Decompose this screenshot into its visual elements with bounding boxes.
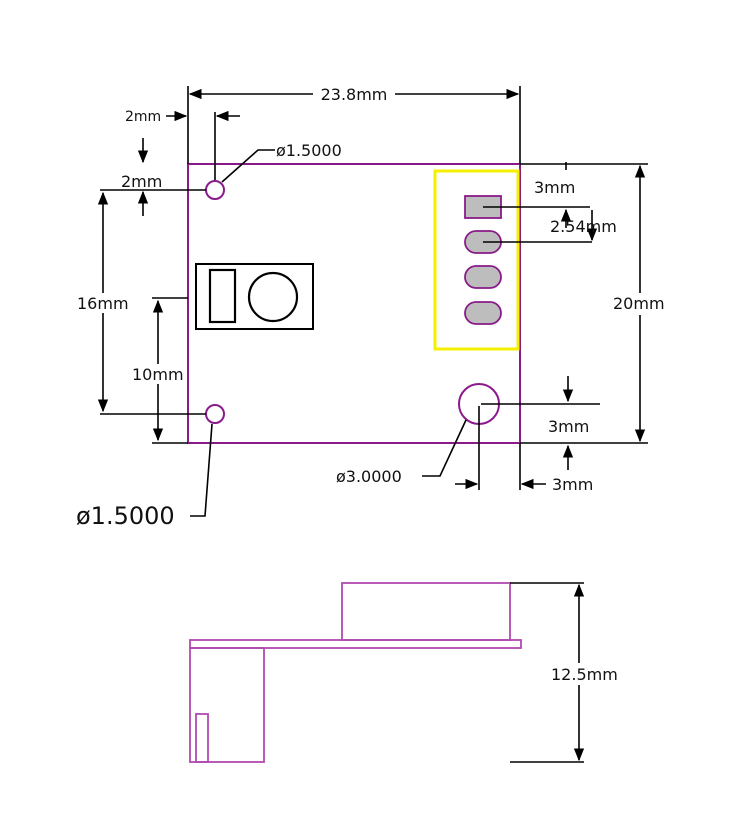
leader-big-hole: ø3.0000: [336, 419, 467, 486]
mounting-hole-bottom-left: [205, 404, 225, 424]
side-header-block: [189, 647, 265, 763]
dim-hole-spacing: 16mm: [76, 191, 206, 415]
big-hole-y-offset-label: 3mm: [548, 417, 589, 436]
big-hole-x-offset-label: 3mm: [552, 475, 593, 494]
dim-hole-x: 2mm: [125, 109, 240, 180]
side-view: 12.5mm: [189, 582, 626, 763]
dim-height: 20mm: [520, 163, 670, 444]
component-round: [247, 271, 299, 323]
big-hole-label: ø3.0000: [336, 467, 402, 486]
pad-oval-3: [464, 265, 502, 289]
connector-offset-label: 10mm: [132, 365, 184, 384]
hole-x-offset-label: 2mm: [125, 109, 161, 125]
mounting-hole-top-left: [205, 180, 225, 200]
component-switch: [208, 268, 237, 324]
hole-spacing-label: 16mm: [77, 294, 129, 313]
width-label: 23.8mm: [321, 85, 388, 104]
dim-pad-top: 3mm: [483, 162, 590, 228]
leader-small-hole-bottom: ø1.5000: [76, 423, 213, 530]
dim-big-hole-x: 3mm: [455, 406, 593, 494]
dim-width: 23.8mm: [187, 85, 521, 164]
small-hole-top-label: ø1.5000: [276, 141, 342, 160]
small-hole-bottom-label: ø1.5000: [76, 502, 175, 530]
dim-big-hole-y: 3mm: [481, 376, 600, 470]
onboard-component: [195, 263, 314, 330]
pad-pitch-label: 2.54mm: [550, 217, 617, 236]
side-height-label: 12.5mm: [551, 665, 618, 684]
side-component-block: [341, 582, 511, 641]
side-pin: [195, 713, 209, 763]
height-label: 20mm: [613, 294, 665, 313]
dim-pad-pitch: 2.54mm: [483, 210, 617, 243]
dim-hole-y: 2mm: [100, 138, 206, 216]
hole-y-offset-label: 2mm: [121, 172, 162, 191]
pad-top-offset-label: 3mm: [534, 178, 575, 197]
dim-side-height: 12.5mm: [510, 582, 626, 763]
dim-connector-offset: 10mm: [131, 297, 188, 444]
top-view: 23.8mm 2mm 2mm ø1.5000 16mm: [76, 85, 670, 530]
component-body: [195, 263, 314, 330]
header-highlight: [433, 169, 520, 351]
side-pcb: [189, 639, 522, 649]
pcb-outline: [187, 163, 521, 444]
pad-oval-4: [464, 301, 502, 325]
leader-small-hole-top: ø1.5000: [221, 141, 342, 183]
